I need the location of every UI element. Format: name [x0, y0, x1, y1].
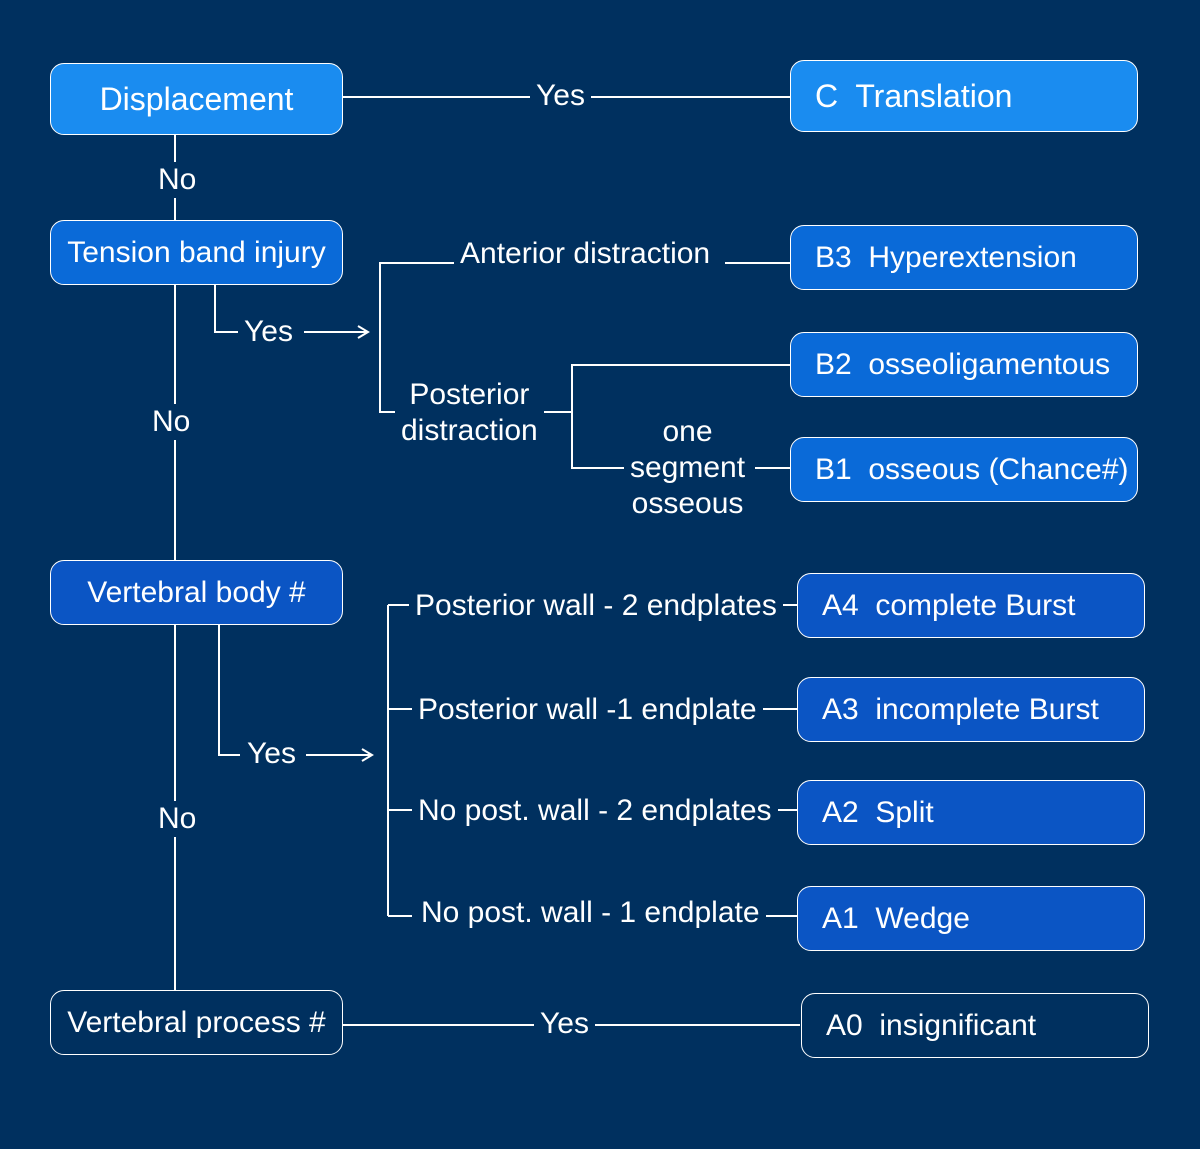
- outcome-b1-label: B1 osseous (Chance#): [815, 452, 1129, 486]
- edge-no-post-wall-1: No post. wall - 1 endplate: [415, 895, 766, 931]
- edge-yes-displacement: Yes: [530, 78, 591, 114]
- edge-yes-vertebral-process: Yes: [534, 1006, 595, 1042]
- outcome-a1: A1 Wedge: [797, 886, 1145, 951]
- outcome-a0-label: A0 insignificant: [826, 1008, 1037, 1042]
- outcome-c-label: C Translation: [815, 77, 1013, 114]
- edge-posterior-wall-1: Posterior wall -1 endplate: [412, 692, 763, 728]
- vertebral-body-node: Vertebral body #: [50, 560, 343, 625]
- edge-no-vertebral-body: No: [152, 801, 203, 837]
- vertebral-process-label: Vertebral process #: [67, 1005, 326, 1039]
- posterior-distraction-line2: distraction: [401, 414, 538, 447]
- outcome-a3: A3 incomplete Burst: [797, 677, 1145, 742]
- outcome-a4-label: A4 complete Burst: [822, 588, 1076, 622]
- outcome-a2: A2 Split: [797, 780, 1145, 845]
- edge-anterior-distraction: Anterior distraction: [454, 236, 717, 272]
- displacement-label: Displacement: [99, 80, 294, 117]
- outcome-b3: B3 Hyperextension: [790, 225, 1138, 290]
- vertebral-process-node: Vertebral process #: [50, 990, 343, 1055]
- one-segment-line2: segment: [630, 451, 746, 484]
- outcome-c-translation: C Translation: [790, 60, 1138, 132]
- edge-posterior-wall-2: Posterior wall - 2 endplates: [409, 588, 783, 624]
- outcome-a2-label: A2 Split: [822, 795, 934, 829]
- outcome-a4: A4 complete Burst: [797, 573, 1145, 638]
- edge-no-tension: No: [146, 404, 197, 440]
- posterior-distraction-line1: Posterior: [409, 378, 530, 411]
- edge-yes-tension: Yes: [238, 314, 299, 350]
- outcome-b2-label: B2 osseoligamentous: [815, 347, 1111, 381]
- edge-yes-vertebral-body: Yes: [241, 736, 302, 772]
- one-segment-line1: one: [662, 415, 713, 448]
- outcome-b2: B2 osseoligamentous: [790, 332, 1138, 397]
- edge-one-segment-osseous: one segment osseous: [624, 414, 752, 522]
- edge-posterior-distraction: Posterior distraction: [395, 377, 544, 449]
- outcome-b1: B1 osseous (Chance#): [790, 437, 1138, 502]
- outcome-b3-label: B3 Hyperextension: [815, 240, 1077, 274]
- outcome-a0: A0 insignificant: [801, 993, 1149, 1058]
- outcome-a3-label: A3 incomplete Burst: [822, 692, 1099, 726]
- tension-band-label: Tension band injury: [67, 235, 326, 269]
- edge-no-displacement: No: [152, 162, 203, 198]
- outcome-a1-label: A1 Wedge: [822, 901, 970, 935]
- tension-band-node: Tension band injury: [50, 220, 343, 285]
- displacement-node: Displacement: [50, 63, 343, 135]
- one-segment-line3: osseous: [631, 487, 744, 520]
- edge-no-post-wall-2: No post. wall - 2 endplates: [412, 793, 778, 829]
- vertebral-body-label: Vertebral body #: [87, 575, 306, 609]
